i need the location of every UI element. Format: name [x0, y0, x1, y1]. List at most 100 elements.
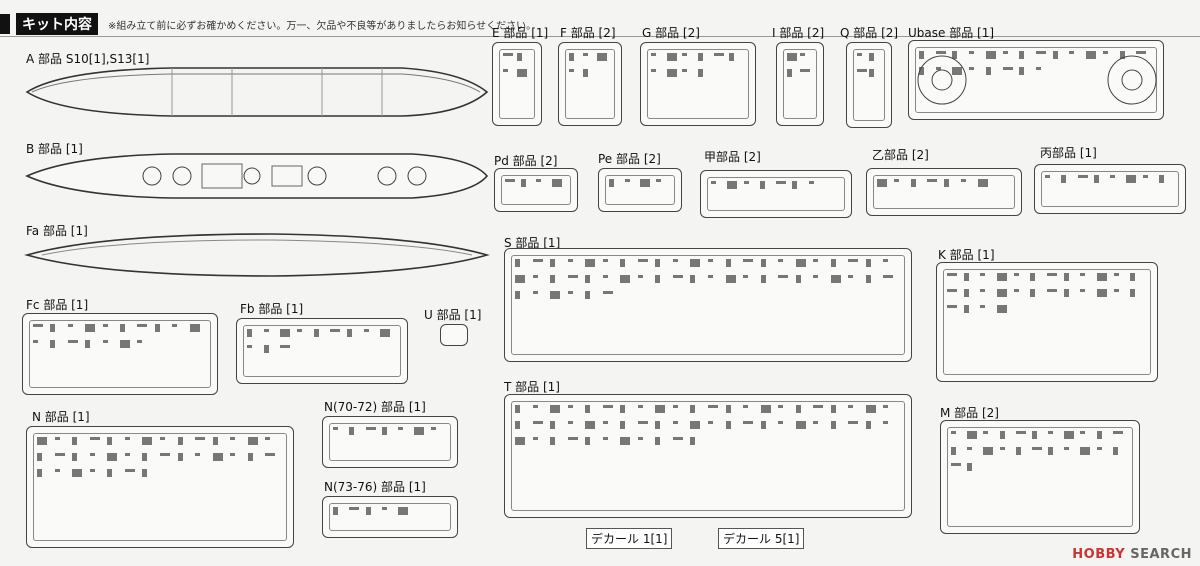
part-mark: [759, 181, 765, 189]
part-mark: [778, 259, 784, 262]
part-mark: [330, 329, 341, 332]
part-mark: [189, 324, 200, 332]
part-mark: [1047, 289, 1057, 292]
part-mark: [708, 405, 718, 408]
part-mark: [620, 437, 631, 445]
label-Pd: Pd 部品 [2]: [494, 154, 558, 168]
part-mark: [585, 291, 591, 299]
part-mark: [997, 273, 1007, 281]
watermark-brand: HOBBY: [1072, 547, 1126, 562]
part-mark: [37, 453, 42, 461]
part-mark: [532, 405, 538, 408]
part-mark: [787, 53, 797, 61]
part-mark: [230, 453, 236, 456]
part-mark: [517, 53, 522, 61]
part-mark: [813, 275, 819, 278]
part-mark: [637, 421, 648, 424]
ubase-rings: [917, 55, 1157, 105]
part-mark: [1013, 289, 1019, 292]
sprue-K: [936, 262, 1158, 382]
part-mark: [160, 453, 170, 456]
part-mark: [280, 345, 291, 348]
label-Fa: Fa 部品 [1]: [26, 224, 88, 238]
part-mark: [637, 437, 643, 440]
part-mark: [1030, 273, 1036, 281]
part-mark: [1097, 273, 1107, 281]
part-mark: [1064, 447, 1070, 450]
part-mark: [672, 405, 678, 408]
sprue-U: [440, 324, 468, 346]
sprue-T: [504, 394, 912, 518]
part-mark: [1063, 289, 1069, 297]
label-Fc: Fc 部品 [1]: [26, 298, 89, 312]
part-mark: [778, 421, 784, 424]
part-mark: [177, 453, 183, 461]
part-mark: [743, 275, 749, 278]
part-mark: [280, 329, 291, 337]
part-mark: [640, 179, 650, 187]
part-mark: [666, 53, 677, 61]
part-mark: [567, 291, 573, 294]
part-mark: [1142, 175, 1148, 178]
part-mark: [1061, 175, 1067, 183]
part-mark: [515, 437, 525, 445]
part-mark: [195, 453, 201, 456]
part-mark: [505, 179, 515, 182]
part-mark: [655, 421, 661, 429]
part-mark: [363, 329, 369, 332]
part-mark: [380, 329, 391, 337]
part-mark: [54, 453, 65, 456]
part-mark: [265, 437, 271, 440]
part-mark: [602, 275, 608, 278]
label-N7072: N(70-72) 部品 [1]: [324, 400, 426, 414]
part-mark: [690, 421, 701, 429]
part-mark: [1069, 51, 1075, 54]
part-mark: [536, 179, 541, 182]
part-mark: [597, 53, 607, 61]
part-mark: [551, 179, 562, 187]
part-mark: [682, 69, 688, 72]
part-mark: [698, 69, 703, 77]
part-mark: [583, 53, 588, 56]
part-mark: [124, 453, 130, 456]
part-mark: [795, 405, 801, 413]
label-Q: Q 部品 [2]: [840, 26, 899, 40]
part-mark: [999, 431, 1005, 439]
part-mark: [85, 340, 91, 348]
part-mark: [515, 275, 525, 283]
part-mark: [1031, 431, 1037, 439]
part-mark: [247, 329, 252, 337]
part-mark: [1002, 51, 1008, 54]
part-mark: [935, 51, 946, 54]
part-mark: [980, 273, 986, 276]
part-mark: [999, 447, 1005, 450]
part-mark: [1126, 175, 1137, 183]
part-mark: [1019, 67, 1025, 75]
part-mark: [947, 273, 957, 276]
part-mark: [725, 405, 731, 413]
part-mark: [333, 427, 338, 430]
part-mark: [585, 437, 591, 445]
decal-5: デカール 5[1]: [718, 528, 805, 549]
part-mark: [883, 405, 889, 408]
part-mark: [951, 447, 956, 455]
label-Pe: Pe 部品 [2]: [598, 152, 661, 166]
part-mark: [708, 275, 713, 278]
part-mark: [85, 324, 96, 332]
part-mark: [515, 421, 520, 429]
part-mark: [947, 289, 957, 292]
part-mark: [532, 437, 538, 440]
part-mark: [927, 179, 938, 182]
part-mark: [520, 179, 526, 187]
part-mark: [1110, 175, 1115, 178]
part-mark: [743, 421, 754, 424]
part-mark: [585, 421, 596, 429]
part-mark: [952, 67, 963, 75]
part-mark: [877, 179, 887, 187]
part-mark: [124, 469, 135, 472]
part-mark: [1045, 175, 1050, 178]
part-mark: [997, 289, 1007, 297]
part-mark: [1080, 447, 1091, 455]
part-mark: [672, 437, 683, 440]
part-mark: [1030, 289, 1036, 297]
